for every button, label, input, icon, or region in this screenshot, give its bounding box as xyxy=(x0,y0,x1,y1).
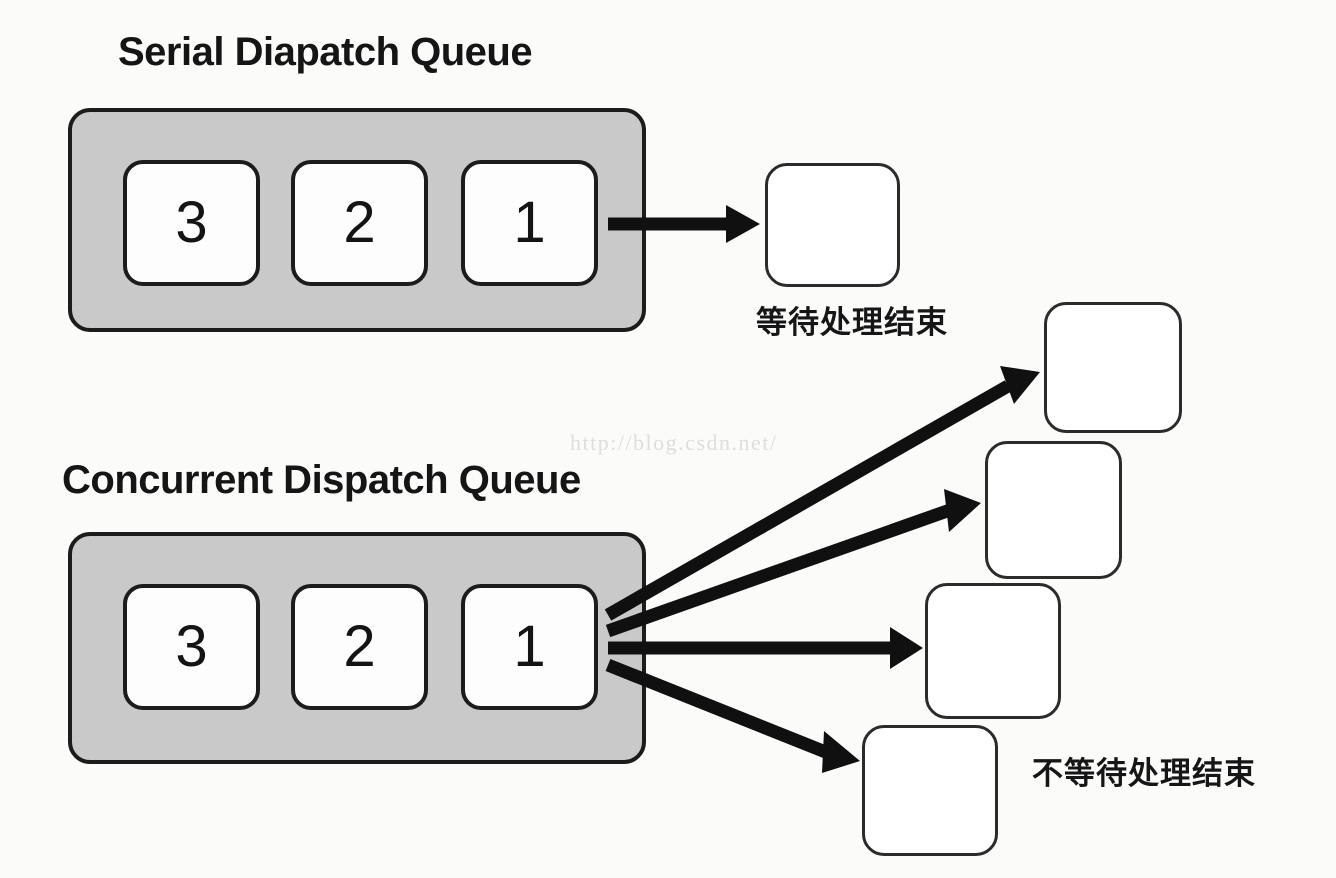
serial-caption: 等待处理结束 xyxy=(756,305,948,341)
serial-worker-box xyxy=(765,163,900,287)
serial-task-label: 3 xyxy=(175,190,208,255)
concurrent-worker-box xyxy=(862,725,998,856)
concurrent-worker-box xyxy=(985,441,1122,579)
concurrent-task-label: 1 xyxy=(513,614,546,679)
concurrent-section-title: Concurrent Dispatch Queue xyxy=(62,458,581,502)
serial-task-tile: 1 xyxy=(461,160,598,286)
concurrent-task-tile: 2 xyxy=(291,584,428,710)
concurrent-task-tile: 1 xyxy=(461,584,598,710)
concurrent-worker-box xyxy=(925,583,1061,719)
serial-task-label: 1 xyxy=(513,190,546,255)
concurrent-task-tile: 3 xyxy=(123,584,260,710)
serial-section-title: Serial Diapatch Queue xyxy=(118,30,533,74)
concurrent-task-label: 2 xyxy=(343,614,376,679)
concurrent-caption: 不等待处理结束 xyxy=(1032,756,1256,792)
concurrent-dispatch-arrow-3 xyxy=(608,627,923,669)
serial-task-tile: 2 xyxy=(291,160,428,286)
watermark-text: http://blog.csdn.net/ xyxy=(570,430,778,455)
serial-task-label: 2 xyxy=(343,190,376,255)
concurrent-dispatch-arrow-1 xyxy=(604,366,1040,621)
concurrent-worker-box xyxy=(1044,302,1182,433)
serial-task-tile: 3 xyxy=(123,160,260,286)
concurrent-task-label: 3 xyxy=(175,614,208,679)
